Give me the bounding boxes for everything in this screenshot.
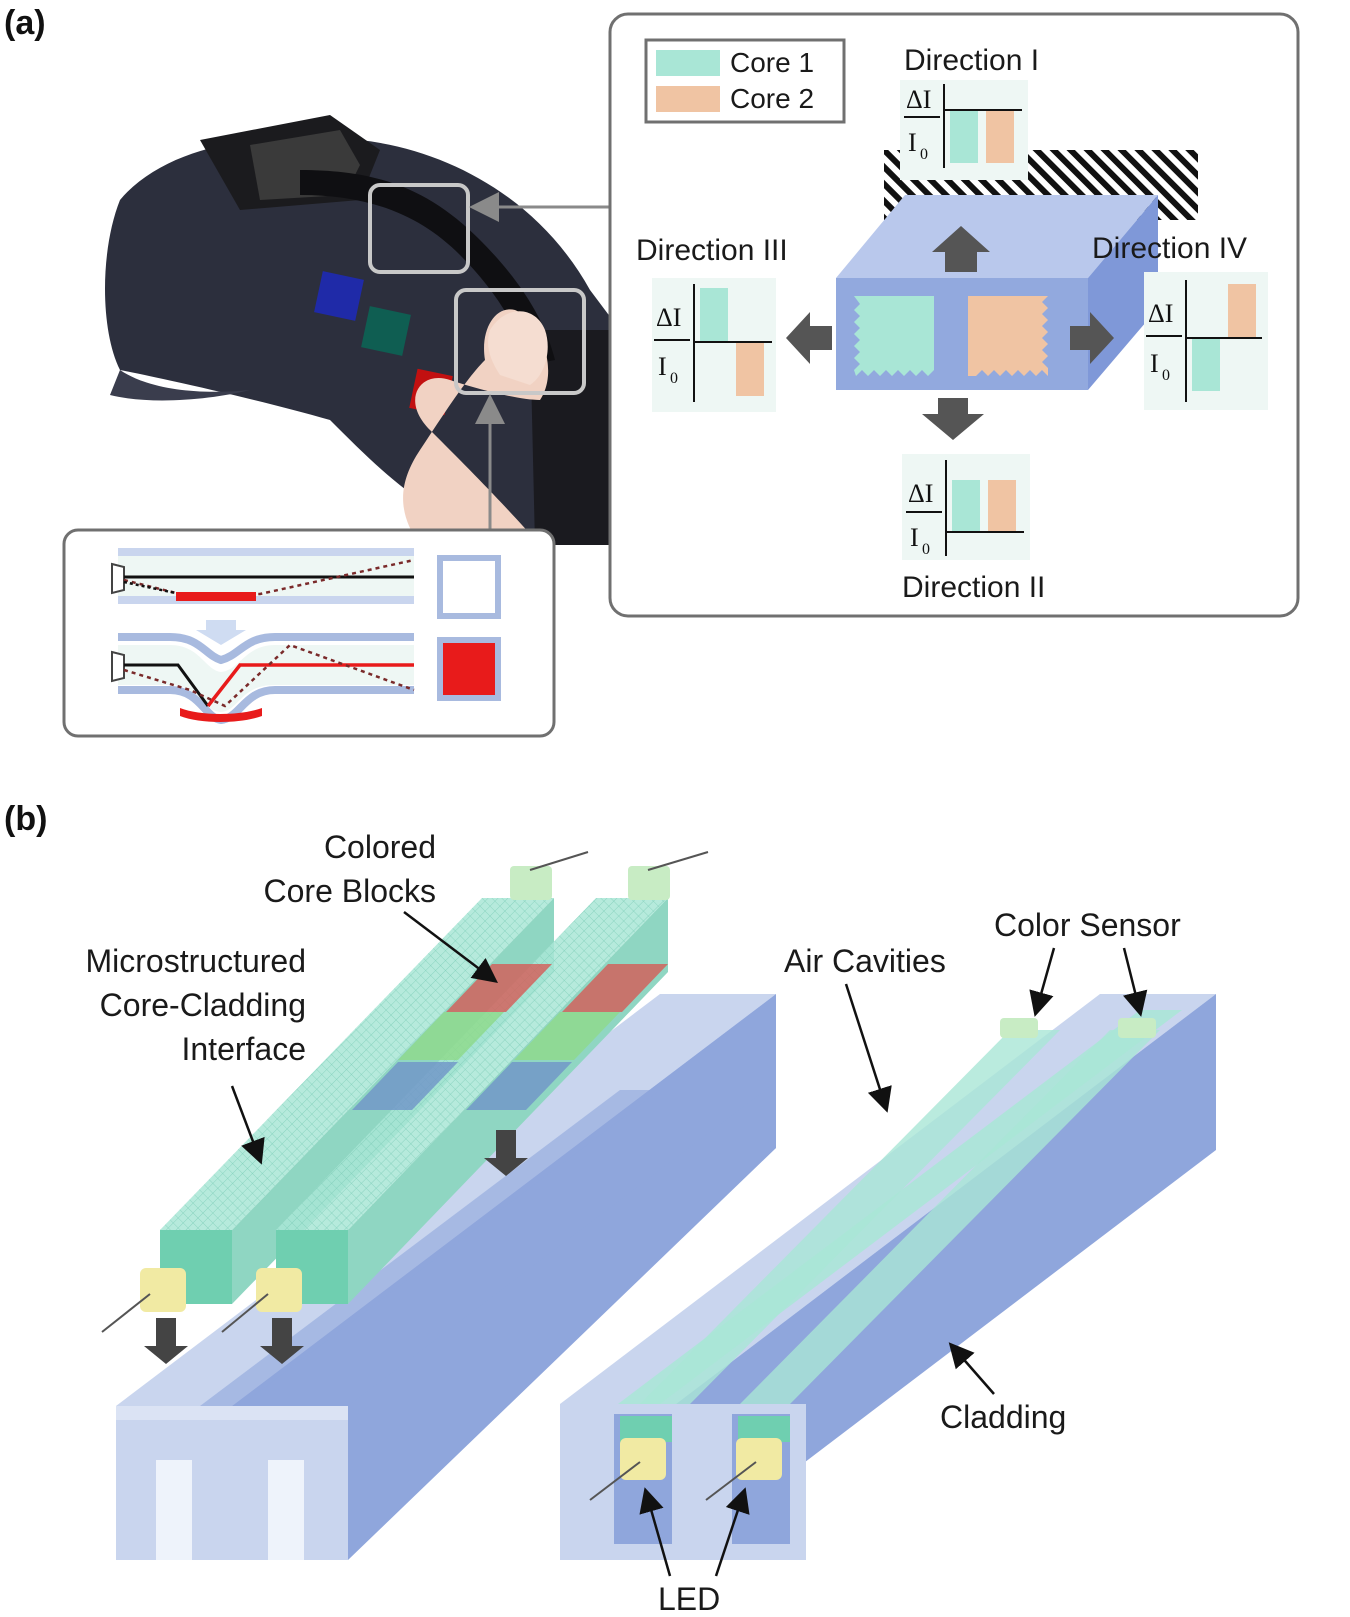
direction-III-plot: ΔI I 0 Direction III — [636, 234, 788, 412]
panel-a-label: (a) — [4, 4, 46, 42]
color-sensor-right-1 — [1000, 1018, 1038, 1038]
assembly-arrow-icon — [484, 1130, 528, 1176]
direction-I-label: Direction I — [904, 44, 1039, 77]
legend-core1-label: Core 1 — [730, 47, 814, 78]
arrow-up-icon — [932, 226, 990, 272]
legend: Core 1 Core 2 — [644, 38, 846, 124]
led-pointer-2 — [714, 1487, 750, 1577]
dirIII-delta-label: ΔI — [656, 303, 681, 332]
air-cavities-pointer — [844, 983, 892, 1113]
color-sensor-right-2 — [1118, 1018, 1156, 1038]
led-right-1 — [620, 1438, 666, 1480]
dirI-i0-label: I — [908, 128, 917, 157]
assembly-arrow-icon — [260, 1318, 304, 1364]
dirII-delta-label: ΔI — [908, 479, 933, 508]
interface-label-3: Interface — [181, 1031, 306, 1067]
colored-core-blocks-label-2: Core Blocks — [264, 873, 437, 909]
core2-red-block — [562, 964, 668, 1012]
legend-swatch-core2 — [656, 86, 720, 112]
interface-label-1: Microstructured — [86, 943, 307, 979]
legend-swatch-core1 — [656, 50, 720, 76]
dirIV-delta-label: ΔI — [1148, 299, 1173, 328]
glove-photo — [100, 110, 620, 550]
core1-red-block — [446, 964, 552, 1012]
dirIV-bar-core1 — [1192, 339, 1220, 391]
direction-IV-plot: ΔI I 0 Direction IV — [1092, 232, 1268, 410]
dirI-bar-core2 — [986, 111, 1014, 163]
dirIII-bar-core1 — [700, 288, 728, 341]
dirI-bar-core1 — [950, 111, 978, 163]
dirIV-bar-core2 — [1228, 284, 1256, 337]
panel-b-label: (b) — [4, 800, 47, 838]
arrow-right-icon — [1070, 312, 1114, 364]
led-left-1 — [140, 1268, 186, 1312]
core2-green-block — [514, 1012, 620, 1060]
colored-core-blocks-label-1: Colored — [324, 829, 436, 865]
color-sensor-left-1 — [510, 866, 552, 900]
direction-IV-label: Direction IV — [1092, 232, 1247, 265]
light-guide-inset — [62, 528, 556, 738]
dirI-delta-label: ΔI — [906, 85, 931, 114]
led-left-2 — [256, 1268, 302, 1312]
right-assembly — [560, 994, 1216, 1560]
dirII-bar-core1 — [952, 480, 980, 531]
interface-pointer — [230, 1085, 265, 1165]
dirIV-i0-label: I — [1150, 349, 1159, 378]
dirII-i0-sub: 0 — [922, 541, 930, 558]
dirII-bar-core2 — [988, 480, 1016, 531]
direction-II-label: Direction II — [902, 571, 1045, 604]
color-sensor-left-2 — [628, 866, 670, 900]
legend-core2-label: Core 2 — [730, 83, 814, 114]
core1-blue-block — [352, 1062, 458, 1110]
color-sensor-pointer-2 — [1122, 947, 1148, 1017]
led-pointer-1 — [639, 1487, 672, 1577]
dirIII-i0-label: I — [658, 352, 667, 381]
dirIII-bar-core2 — [736, 343, 764, 396]
interface-label-2: Core-Cladding — [100, 987, 306, 1023]
cladding-label: Cladding — [940, 1399, 1066, 1435]
core2-blue-block — [466, 1062, 572, 1110]
dirI-i0-sub: 0 — [920, 146, 928, 163]
arrow-down-icon — [922, 398, 984, 440]
arrow-left-icon — [786, 312, 832, 364]
direction-III-label: Direction III — [636, 234, 788, 267]
color-sensor-pointer-1 — [1029, 947, 1056, 1017]
cladding-pointer — [948, 1342, 995, 1395]
color-sensor-label: Color Sensor — [994, 907, 1181, 943]
led-right-2 — [736, 1438, 782, 1480]
direction-II-plot: ΔI I 0 Direction II — [902, 454, 1045, 604]
colored-core-blocks-pointer — [403, 911, 498, 984]
air-cavities-label: Air Cavities — [784, 943, 946, 979]
direction-I-plot: ΔI I 0 Direction I — [900, 44, 1039, 180]
led-label: LED — [658, 1581, 720, 1617]
dirIV-i0-sub: 0 — [1162, 367, 1170, 384]
dirII-i0-label: I — [910, 523, 919, 552]
assembly-arrow-icon — [144, 1318, 188, 1364]
dirIII-i0-sub: 0 — [670, 370, 678, 387]
core1-green-block — [398, 1012, 504, 1060]
direction-response-panel: Core 1 Core 2 ΔI I 0 Dir — [608, 12, 1300, 618]
sensor-block-3d — [836, 195, 1158, 390]
